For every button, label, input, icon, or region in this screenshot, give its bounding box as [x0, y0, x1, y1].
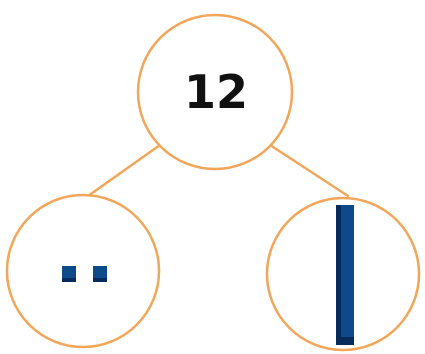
connector-line-left: [86, 143, 162, 198]
part-circle-left: [5, 193, 161, 349]
whole-value: 12: [184, 65, 248, 119]
unit-cube-2: [93, 266, 107, 282]
connector-line-right: [268, 143, 350, 198]
part-circle-right: [265, 196, 421, 352]
ones-cubes: [62, 266, 107, 282]
unit-cube-1: [62, 266, 76, 282]
whole-circle: 12: [136, 13, 294, 171]
tens-rod: [336, 205, 354, 345]
